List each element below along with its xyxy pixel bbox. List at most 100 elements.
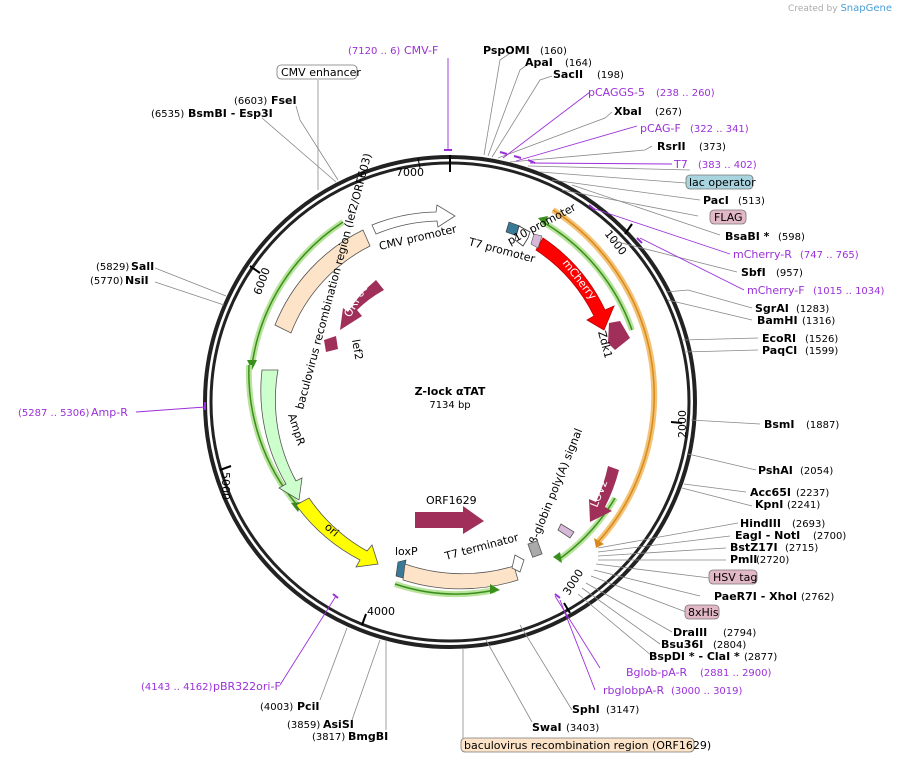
site-paqci: PaqCI bbox=[762, 344, 797, 357]
primer-amp-r-range: (5287 .. 5306) bbox=[18, 408, 90, 419]
snapgene-brand: SnapGene bbox=[840, 3, 892, 14]
site-acc65i: Acc65I bbox=[750, 486, 791, 499]
orf1629-arrow bbox=[415, 506, 484, 534]
site-bstz17i-pos: (2715) bbox=[785, 543, 818, 554]
site-bamhi-pos: (1316) bbox=[802, 316, 835, 327]
primer-mcherry-r: mCherry-R bbox=[733, 248, 792, 261]
bglobin-label: β-globin poly(A) signal bbox=[527, 427, 585, 547]
tick-label-6000: 6000 bbox=[251, 266, 273, 297]
terminator-box bbox=[527, 540, 543, 558]
primer-mcherry-f-range: (1015 .. 1034) bbox=[813, 286, 885, 297]
lef2-arrow bbox=[324, 336, 338, 352]
primer-rbglobpa-r: rbglobpA-R bbox=[603, 684, 664, 697]
site-nsii-pos: (5770) bbox=[90, 276, 123, 287]
tick-4000 bbox=[361, 613, 367, 626]
loxp-label: loxP bbox=[395, 545, 418, 558]
site-pspomi: PspOMI bbox=[483, 44, 530, 57]
tick-label-7000: 7000 bbox=[396, 166, 424, 179]
site-bspdi-clai-pos: (2877) bbox=[744, 652, 777, 663]
primer-pcaggs-5-range: (238 .. 260) bbox=[656, 88, 715, 99]
flag-label: FLAG bbox=[714, 211, 743, 224]
site-paci: PacI bbox=[703, 194, 729, 207]
ampr-arrow bbox=[260, 369, 303, 501]
site-bsmi-pos: (1887) bbox=[806, 420, 839, 431]
his8-box bbox=[684, 604, 720, 620]
lov2-orf-arrowhead bbox=[553, 552, 562, 563]
fusion-orf-line bbox=[552, 209, 655, 543]
site-bmgbi: BmgBI bbox=[348, 730, 388, 743]
site-sacii: SacII bbox=[553, 68, 583, 81]
site-pshai-pos: (2054) bbox=[800, 466, 833, 477]
site-xbai-pos: (267) bbox=[655, 107, 682, 118]
bac-region-orf1629-arc bbox=[402, 563, 519, 590]
his8-label: 8xHis bbox=[688, 606, 719, 619]
site-pshai: PshAI bbox=[758, 464, 793, 477]
site-swai: SwaI bbox=[532, 721, 562, 734]
primer-pcaggs-5: pCAGGS-5 bbox=[588, 86, 645, 99]
primer-leader-lines bbox=[135, 58, 745, 691]
flag-box bbox=[709, 209, 747, 225]
p10-promoter-arrow bbox=[514, 225, 531, 247]
primer-t7: T7 bbox=[673, 158, 688, 171]
site-sacii-pos: (198) bbox=[597, 70, 624, 81]
site-apai: ApaI bbox=[525, 56, 553, 69]
primer-amp-r: Amp-R bbox=[91, 406, 128, 419]
site-sphi: SphI bbox=[572, 703, 600, 716]
site-draiii-pos: (2794) bbox=[723, 628, 756, 639]
site-asisi: AsiSI bbox=[323, 718, 354, 731]
lef2-label: lef2 bbox=[349, 338, 365, 361]
site-hindiii: HindIII bbox=[740, 517, 781, 530]
site-paci-pos: (513) bbox=[738, 196, 765, 207]
ori-arrow bbox=[295, 497, 379, 568]
site-bsabi-pos: (598) bbox=[778, 232, 805, 243]
site-paqci-pos: (1599) bbox=[805, 346, 838, 357]
tick-1000 bbox=[624, 223, 633, 235]
site-draiii: DraIII bbox=[673, 626, 707, 639]
site-pcii-pos: (4003) bbox=[260, 702, 293, 713]
lac-operator-label: lac operator bbox=[689, 176, 756, 189]
site-asisi-pos: (3859) bbox=[287, 720, 320, 731]
site-sphi-pos: (3147) bbox=[606, 705, 639, 716]
bglobin-polya bbox=[557, 523, 575, 539]
site-bstz17i: BstZ17I bbox=[730, 541, 778, 554]
site-hindiii-pos: (2693) bbox=[792, 519, 825, 530]
cmv-enhancer-label: CMV enhancer bbox=[281, 66, 361, 79]
primer-mcherry-f: mCherry-F bbox=[747, 284, 805, 297]
site-pcii: PciI bbox=[297, 700, 319, 713]
lac-operator-box bbox=[685, 174, 754, 190]
primer-cmv-f-range: (7120 .. 6) bbox=[348, 46, 400, 57]
leader-lines bbox=[154, 51, 761, 738]
site-swai-pos: (3403) bbox=[566, 723, 599, 734]
site-eagi-noti-pos: (2700) bbox=[813, 531, 846, 542]
site-acc65i-pos: (2237) bbox=[796, 488, 829, 499]
mcherry-arrow bbox=[535, 237, 615, 331]
site-pmli: PmlI bbox=[730, 553, 757, 566]
site-bsmbi-esp3i: BsmBI - Esp3I bbox=[188, 107, 273, 120]
primer-t7-range: (383 .. 402) bbox=[698, 160, 757, 171]
credit-prefix: Created by bbox=[788, 4, 838, 14]
tick-5000 bbox=[219, 465, 232, 471]
zdk1-arrow bbox=[608, 321, 630, 350]
site-bamhi: BamHI bbox=[757, 314, 798, 327]
site-bspdi-clai: BspDI * - ClaI * bbox=[649, 650, 740, 663]
cmv-promoter-arrow bbox=[371, 204, 456, 235]
orf1629-label: ORF1629 bbox=[426, 494, 477, 507]
site-nsii: NsiI bbox=[125, 274, 149, 287]
primer-rbglobpa-r-range: (3000 .. 3019) bbox=[671, 686, 743, 697]
cmv-enhancer-box bbox=[276, 64, 358, 80]
lov2-orf-line bbox=[557, 497, 616, 561]
primer-bglob-pa-r-range: (2881 .. 2900) bbox=[700, 668, 772, 679]
tick-3000 bbox=[563, 602, 571, 614]
site-bsmi: BsmI bbox=[764, 418, 795, 431]
site-rsrii: RsrII bbox=[657, 140, 686, 153]
orf1629-orf-line bbox=[394, 583, 496, 595]
site-ecori-pos: (1526) bbox=[805, 334, 838, 345]
tick-7000-mark bbox=[417, 157, 421, 169]
tick-label-4000: 4000 bbox=[367, 605, 395, 618]
lef2-orf-line bbox=[251, 221, 344, 366]
site-fsei-pos: (6603) bbox=[234, 96, 267, 107]
site-sbfi: SbfI bbox=[741, 266, 766, 279]
primer-cmv-f: CMV-F bbox=[404, 44, 438, 57]
tick-label-5000: 5000 bbox=[219, 472, 232, 500]
